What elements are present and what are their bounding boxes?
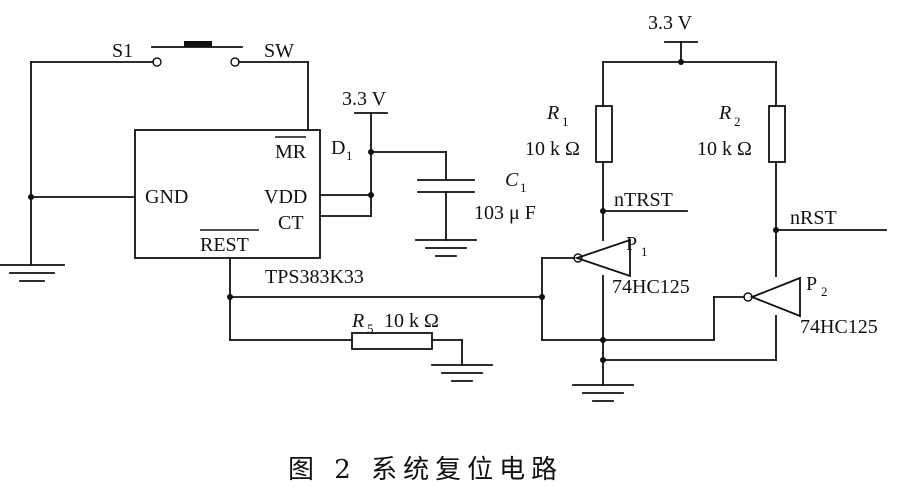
label-chip: TPS383K33 xyxy=(265,266,364,288)
label-r5: R xyxy=(351,310,364,332)
buffer-p2 xyxy=(749,276,801,318)
label-r2: R xyxy=(718,102,731,124)
ground-r5 xyxy=(431,364,493,382)
label-r1: R xyxy=(546,102,559,124)
label-p2: P xyxy=(806,273,817,295)
label-nrst: nRST xyxy=(790,207,837,229)
label-r5-sub: 5 xyxy=(367,321,374,336)
label-r2-value: 10 k Ω xyxy=(697,138,752,160)
ground-right xyxy=(572,384,634,402)
label-p2-sub: 2 xyxy=(821,284,828,299)
vcc-right-symbol xyxy=(664,41,698,63)
resistor-r5 xyxy=(351,332,433,350)
label-r2-sub: 2 xyxy=(734,114,741,129)
label-r5-value: 10 k Ω xyxy=(384,310,439,332)
label-mr: MR xyxy=(275,141,307,163)
label-ct: CT xyxy=(278,212,304,234)
label-r1-sub: 1 xyxy=(562,114,569,129)
capacitor-c1 xyxy=(370,151,477,257)
label-ntrst: nTRST xyxy=(614,189,673,211)
switch-s1 xyxy=(30,41,309,67)
label-buf1: 74HC125 xyxy=(612,276,690,298)
vcc-left-symbol xyxy=(354,112,388,217)
label-r1-value: 10 k Ω xyxy=(525,138,580,160)
label-vcc-right: 3.3 V xyxy=(648,12,693,34)
label-vcc-left: 3.3 V xyxy=(342,88,387,110)
label-rest: REST xyxy=(200,234,249,256)
figure-caption: 图 2 系统复位电路 xyxy=(288,455,563,485)
label-p1: P xyxy=(626,233,637,255)
label-c1: C xyxy=(505,169,519,191)
resistor-r1 xyxy=(595,105,613,163)
label-s1: S1 xyxy=(112,40,133,62)
resistor-r2 xyxy=(768,105,786,163)
label-buf2: 74HC125 xyxy=(800,316,878,338)
label-p1-sub: 1 xyxy=(641,244,648,259)
label-d1: D xyxy=(331,137,345,159)
label-vdd: VDD xyxy=(264,186,307,208)
chip-tps383k33 xyxy=(134,129,321,259)
label-c1-value: 103 μ F xyxy=(474,202,536,224)
buffer-p1 xyxy=(574,238,631,278)
label-sw: SW xyxy=(264,40,294,62)
ground-left xyxy=(0,264,65,282)
label-c1-sub: 1 xyxy=(520,180,527,195)
label-d1-sub: 1 xyxy=(346,148,353,163)
label-gnd: GND xyxy=(145,186,188,208)
